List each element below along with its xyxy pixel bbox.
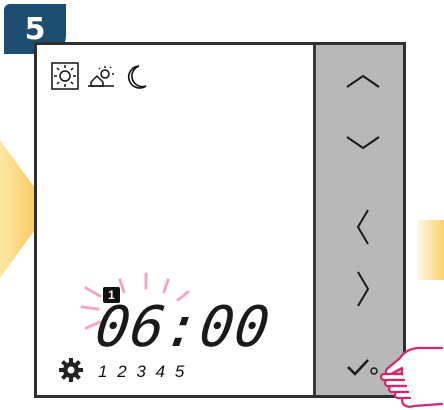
up-button[interactable] [332, 59, 394, 103]
settings-gear-icon [59, 358, 83, 382]
day-list: 1 2 3 4 5 [98, 362, 189, 382]
left-arrow-icon [355, 208, 371, 246]
next-step-arrow [418, 220, 444, 280]
pointing-hand-icon [380, 338, 444, 410]
day-4: 4 [156, 362, 165, 381]
down-arrow-icon [345, 135, 381, 151]
confirm-check-icon [346, 357, 380, 377]
right-arrow-icon [355, 270, 371, 308]
sun-icon [51, 62, 79, 90]
left-button[interactable] [332, 205, 394, 249]
day-2: 2 [117, 362, 126, 381]
day-1: 1 [98, 362, 107, 381]
partly-cloudy-icon [88, 65, 116, 89]
right-button[interactable] [332, 267, 394, 311]
day-3: 3 [136, 362, 145, 381]
up-arrow-icon [345, 73, 381, 89]
time-display: 06:00 [92, 300, 273, 356]
day-5: 5 [175, 362, 184, 381]
moon-icon [127, 64, 147, 90]
down-button[interactable] [332, 121, 394, 165]
